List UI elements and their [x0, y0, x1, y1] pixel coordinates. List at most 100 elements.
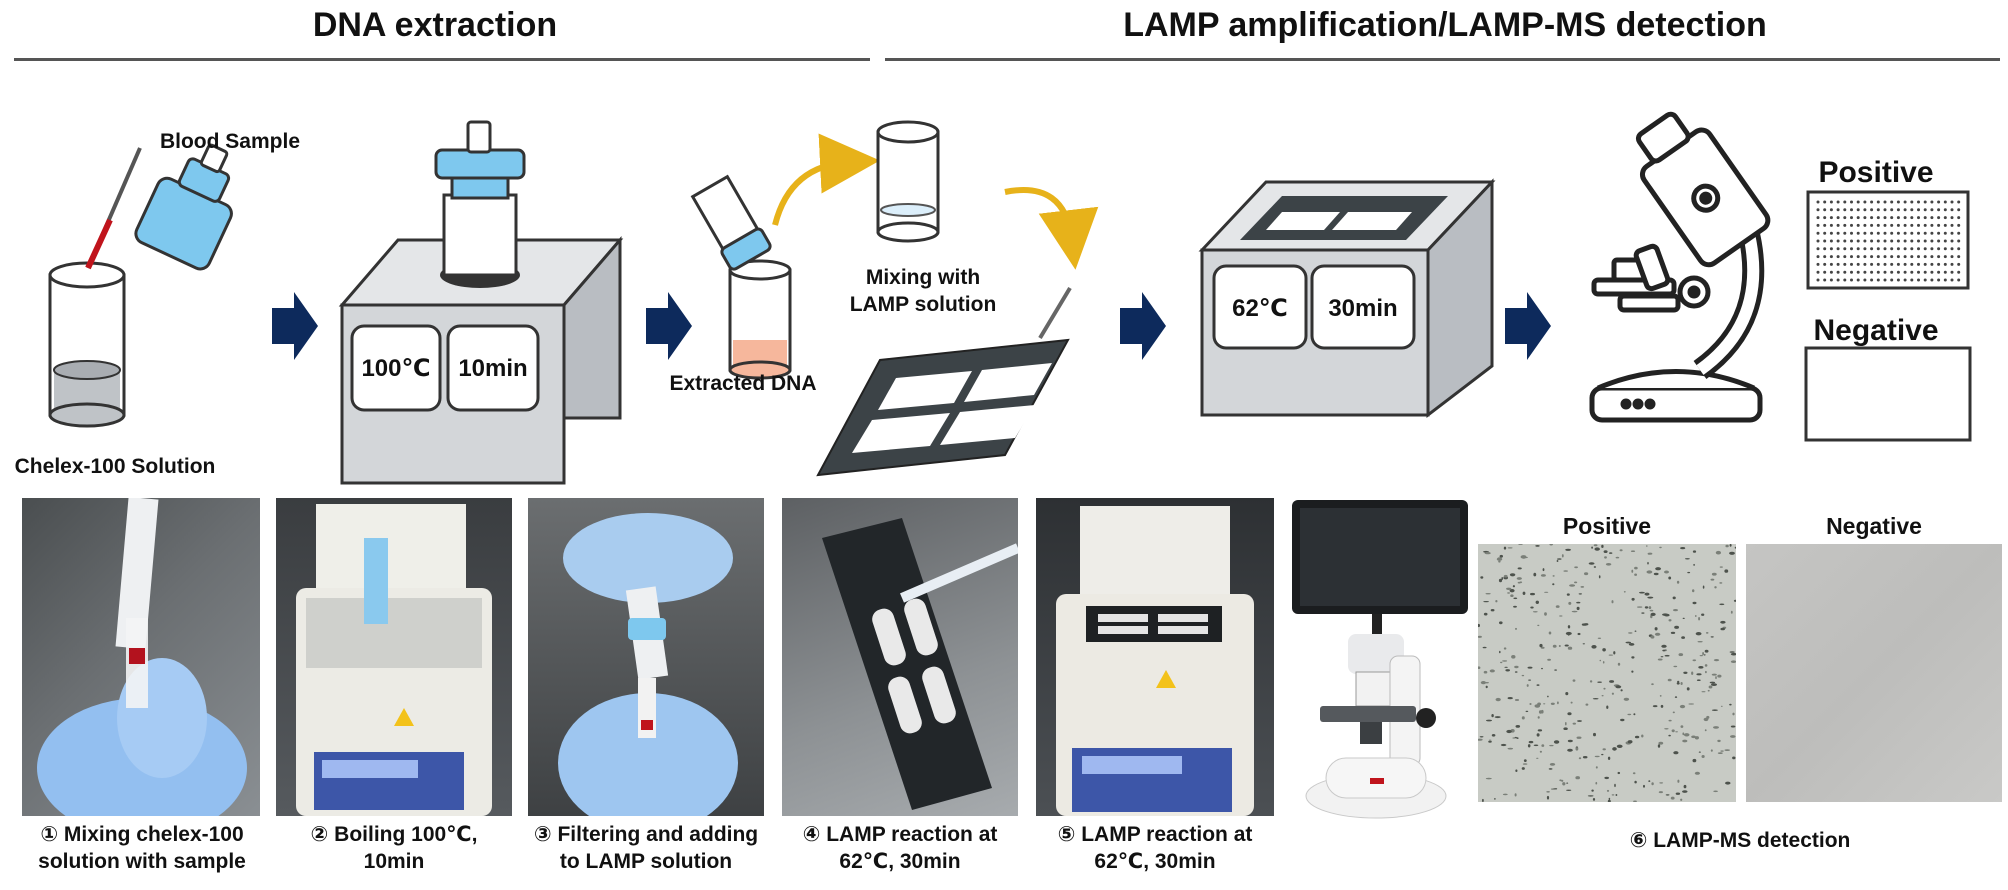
- speckle: [1591, 645, 1597, 649]
- speckle: [1576, 606, 1580, 611]
- speckle: [1549, 544, 1553, 546]
- speckle: [1683, 671, 1688, 674]
- grid-dot: [1843, 255, 1847, 259]
- speckle: [1649, 609, 1654, 612]
- speckle: [1515, 769, 1518, 772]
- speckle: [1576, 601, 1581, 604]
- speckle: [1598, 575, 1601, 579]
- speckle: [1601, 544, 1604, 548]
- grid-dot: [1850, 223, 1853, 227]
- speckle: [1555, 605, 1560, 608]
- speckle: [1514, 699, 1520, 701]
- speckle: [1641, 612, 1645, 614]
- microscope-icon: [1589, 111, 1771, 423]
- grid-dot: [1870, 255, 1874, 259]
- speckle: [1650, 635, 1655, 639]
- speckle: [1667, 678, 1672, 682]
- grid-dot: [1870, 247, 1874, 251]
- filter-tube-icon: [690, 174, 772, 271]
- speckle: [1730, 660, 1736, 663]
- speckle: [1668, 734, 1671, 737]
- speckle: [1614, 783, 1616, 788]
- speckle: [1556, 560, 1559, 562]
- heat-block-100-time: 10min: [458, 355, 527, 382]
- speckle: [1514, 665, 1519, 669]
- photo-microscope-device: [1292, 500, 1468, 819]
- grid-dot: [1850, 278, 1853, 282]
- speckle: [1542, 568, 1545, 572]
- speckle: [1494, 716, 1501, 719]
- grid-dot: [1930, 231, 1934, 235]
- speckle: [1681, 636, 1685, 639]
- speckle: [1571, 610, 1578, 613]
- speckle: [1634, 780, 1637, 784]
- speckle: [1482, 798, 1484, 802]
- speckle: [1619, 549, 1623, 552]
- speckle: [1720, 620, 1726, 624]
- speckle: [1597, 681, 1602, 683]
- grid-dot: [1917, 223, 1920, 227]
- arrow-right-icon: [272, 292, 318, 360]
- grid-dot: [1903, 200, 1907, 204]
- caption-step3-line2: to LAMP solution: [559, 849, 733, 873]
- grid-dot: [1903, 208, 1907, 212]
- speckle: [1730, 735, 1736, 738]
- speckle: [1692, 601, 1697, 605]
- grid-dot: [1816, 247, 1820, 251]
- speckle: [1627, 740, 1633, 744]
- speckle: [1544, 612, 1547, 616]
- speckle: [1537, 716, 1540, 719]
- grid-dot: [1850, 270, 1853, 274]
- caption-step2: ② Boiling 100℃, 10min: [262, 822, 526, 876]
- grid-dot: [1836, 223, 1840, 227]
- grid-dot: [1910, 278, 1914, 282]
- grid-dot: [1910, 255, 1914, 259]
- grid-dot: [1863, 270, 1867, 274]
- grid-dot: [1829, 278, 1833, 282]
- speckle: [1540, 646, 1545, 649]
- grid-dot: [1883, 208, 1887, 212]
- speckle: [1613, 651, 1616, 655]
- grid-dot: [1890, 223, 1894, 227]
- grid-dot: [1829, 200, 1833, 204]
- grid-dot: [1917, 200, 1920, 204]
- grid-dot: [1923, 239, 1927, 243]
- label-mixing-line1: Mixing with: [866, 266, 980, 289]
- grid-dot: [1870, 231, 1874, 235]
- speckle: [1668, 619, 1672, 622]
- grid-dot: [1856, 200, 1860, 204]
- speckle: [1692, 659, 1697, 662]
- speckle: [1631, 670, 1634, 673]
- speckle: [1647, 561, 1649, 565]
- grid-dot: [1836, 270, 1840, 274]
- speckle: [1484, 551, 1491, 555]
- speckle: [1483, 601, 1489, 603]
- grid-dot: [1883, 247, 1887, 251]
- speckle: [1710, 749, 1713, 752]
- speckle: [1634, 573, 1637, 576]
- speckle: [1631, 597, 1635, 601]
- speckle: [1673, 609, 1678, 612]
- grid-dot: [1883, 223, 1887, 227]
- speckle: [1541, 667, 1543, 670]
- heat-block-62-time: 30min: [1328, 295, 1397, 322]
- grid-dot: [1829, 262, 1833, 266]
- speckle: [1561, 554, 1564, 558]
- speckle: [1653, 572, 1659, 576]
- speckle: [1606, 789, 1610, 792]
- speckle: [1541, 744, 1545, 747]
- speckle: [1705, 670, 1707, 674]
- speckle: [1719, 566, 1723, 568]
- grid-dot: [1923, 200, 1927, 204]
- speckle: [1548, 631, 1552, 635]
- grid-dot: [1950, 247, 1954, 251]
- speckle: [1489, 669, 1495, 673]
- speckle: [1620, 718, 1625, 722]
- speckle: [1696, 679, 1701, 681]
- speckle: [1646, 570, 1653, 574]
- photo-boiling-heatblock: [276, 498, 512, 816]
- grid-dot: [1836, 255, 1840, 259]
- speckle: [1647, 596, 1654, 599]
- speckle: [1693, 563, 1695, 566]
- speckle: [1554, 669, 1557, 671]
